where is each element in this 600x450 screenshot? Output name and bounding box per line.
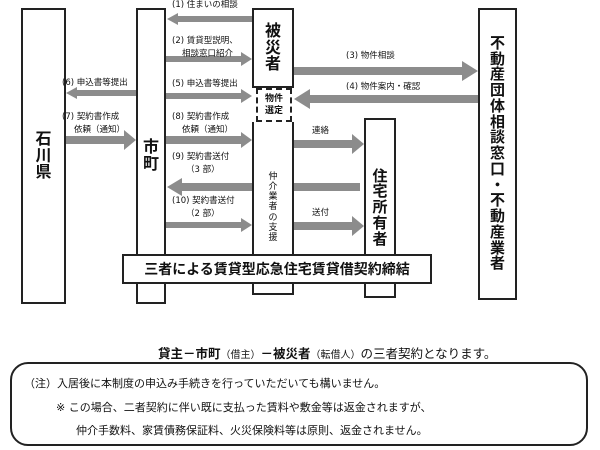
vertical-char: 者 (372, 229, 388, 248)
disaster-victim-label: 被災者 (264, 20, 281, 74)
note-box: （注）入居後に本制度の申込み手続きを行っていただいても構いません。 ※ この場合… (10, 362, 588, 446)
flow-label-9b: （3 部） (186, 165, 220, 175)
flow-label-5: (5) 申込書等提出 (172, 79, 238, 89)
arrow-6 (66, 87, 136, 99)
vertical-char: 動 (489, 49, 505, 68)
vertical-char: 介 (268, 182, 278, 193)
property-selection-line1: 物件 (264, 94, 283, 104)
agent-support-label: 仲介業者の支援 (268, 172, 277, 243)
summary-municipality: 市町 (195, 346, 221, 361)
vertical-char: 不 (489, 191, 505, 210)
property-selection-box: 物件 選定 (256, 88, 292, 122)
vertical-char: 口 (489, 159, 505, 178)
arrow-8 (165, 132, 252, 148)
flow-label-7a: (7) 契約書作成 (62, 112, 120, 122)
disaster-victim-box: 被災者 (252, 8, 294, 88)
vertical-char: 不 (489, 33, 505, 52)
vertical-char: 動 (489, 207, 505, 226)
flow-label-2a: (2) 賃貸型説明、 (172, 36, 238, 46)
flow-label-10a: (10) 契約書送付 (172, 196, 235, 206)
summary-dash-2: － (260, 346, 274, 361)
vertical-char: の (268, 212, 278, 223)
banner-text: 三者による賃貸型応急住宅賃貸借契約締結 (144, 262, 410, 278)
vertical-char: 援 (268, 232, 278, 243)
real-estate-agency-box: 不動産団体相談窓口・不動産業者 (478, 8, 517, 300)
vertical-char: 被 (264, 20, 281, 40)
flow-label-1: (1) 住まいの相談 (172, 0, 238, 10)
note-line-2: ※ この場合、二者契約に伴い既に支払った賃料や敷金等は返金されますが、 (56, 401, 432, 414)
flow-label-6: (6) 申込書等提出 (62, 78, 128, 88)
vertical-char: 産 (489, 65, 505, 84)
flow-label-4: (4) 物件案内・確認 (346, 82, 421, 92)
flow-label-send: 送付 (312, 208, 330, 218)
note-line-1: （注）入居後に本制度の申込み手続きを行っていただいても構いません。 (24, 377, 386, 390)
municipality-label: 市町 (142, 137, 159, 173)
vertical-char: 窓 (489, 144, 505, 163)
homeowner-label: 住宅所有者 (372, 166, 388, 248)
vertical-char: 支 (268, 222, 278, 233)
vertical-char: ・ (489, 175, 505, 194)
vertical-char: 住 (372, 166, 388, 185)
arrow-7 (66, 130, 136, 150)
vertical-char: 者 (264, 54, 281, 74)
summary-dash-1: － (182, 346, 196, 361)
vertical-char: 有 (372, 213, 388, 232)
arrow-2 (165, 52, 252, 66)
summary-victim: 被災者 (273, 346, 311, 361)
vertical-char: 業 (268, 192, 278, 203)
flow-label-contact: 連絡 (312, 126, 330, 136)
vertical-char: 所 (372, 198, 388, 217)
vertical-char: 災 (264, 37, 281, 57)
vertical-char: 宅 (372, 182, 388, 201)
vertical-char: 業 (489, 238, 505, 257)
summary-victim-role: （転借人） (310, 350, 361, 361)
flow-label-2b: 相談窓口紹介 (182, 49, 234, 59)
summary-landlord: 貸主 (157, 346, 183, 361)
property-selection-line2: 選定 (264, 106, 283, 116)
arrow-4 (294, 89, 478, 109)
vertical-char: 相 (489, 112, 505, 131)
summary-municipality-role: （借主） (220, 350, 261, 361)
arrow-contact (294, 134, 364, 154)
arrow-send (294, 216, 364, 236)
ishikawa-prefecture-box: 石川県 (21, 8, 66, 304)
vertical-char: 談 (489, 128, 505, 147)
vertical-char: 体 (489, 96, 505, 115)
summary-tail: の三者契約となります。 (360, 346, 497, 361)
vertical-char: 川 (35, 145, 52, 165)
three-party-contract-banner: 三者による賃貸型応急住宅賃貸借契約締結 (122, 254, 432, 284)
vertical-char: 者 (489, 254, 505, 273)
ishikawa-label: 石川県 (35, 128, 52, 182)
vertical-char: 団 (489, 81, 505, 100)
vertical-char: 産 (489, 222, 505, 241)
flow-label-7b: 依頼（通知） (74, 125, 126, 135)
arrow-5 (165, 89, 252, 103)
vertical-char: 仲 (268, 172, 278, 183)
note-line-3: 仲介手数料、家賃債務保証料、火災保険料等は原則、返金されません。 (76, 424, 428, 437)
flow-label-10b: （2 部） (186, 209, 220, 219)
vertical-char: 町 (142, 154, 159, 173)
flow-label-8a: (8) 契約書作成 (172, 112, 230, 122)
arrow-10 (165, 218, 252, 232)
flow-label-8b: 依頼（通知） (182, 125, 234, 135)
flow-label-3: (3) 物件相談 (346, 51, 395, 61)
arrow-3 (293, 61, 478, 81)
vertical-char: 者 (268, 202, 278, 213)
arrow-1 (167, 13, 252, 25)
vertical-char: 石 (35, 128, 52, 148)
flow-label-9a: (9) 契約書送付 (172, 152, 230, 162)
vertical-char: 県 (35, 162, 52, 182)
vertical-char: 市 (142, 137, 159, 157)
contract-summary: 貸主－市町（借主）－被災者（転借人）の三者契約となります。 (150, 328, 496, 362)
real-estate-agency-label: 不動産団体相談窓口・不動産業者 (489, 33, 505, 273)
